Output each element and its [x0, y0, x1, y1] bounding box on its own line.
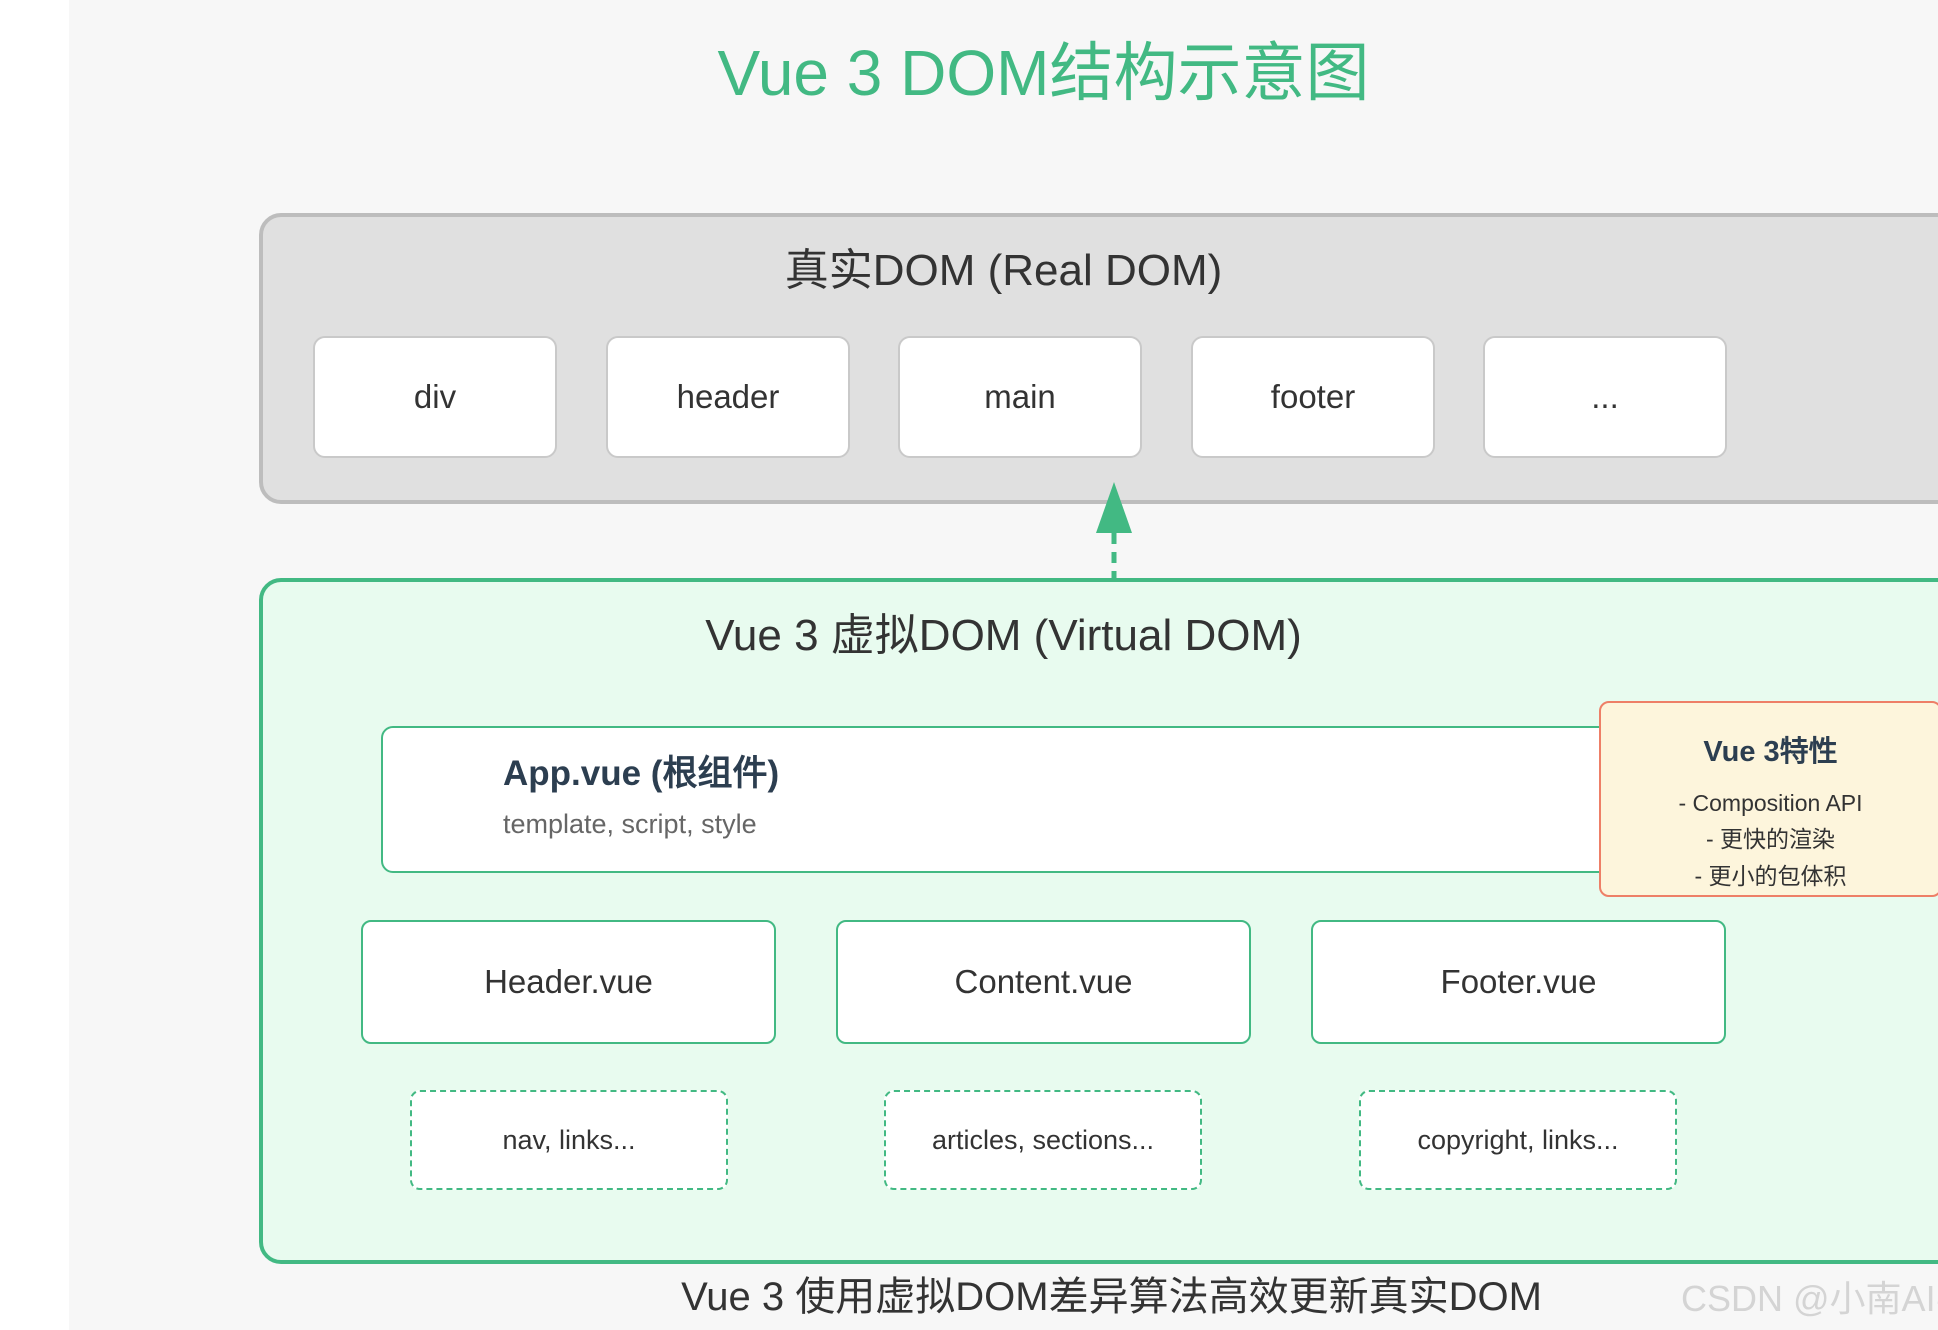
- real-dom-node-div: div: [313, 336, 557, 458]
- children-label: copyright, links...: [1417, 1124, 1619, 1155]
- real-dom-title: 真实DOM (Real DOM): [784, 246, 1223, 295]
- csdn-watermark: CSDN @小南AI学院: [1681, 1278, 1938, 1319]
- real-dom-node-label: footer: [1270, 378, 1356, 415]
- virtual-dom-title: Vue 3 虚拟DOM (Virtual DOM): [705, 611, 1302, 660]
- content-children-box: articles, sections...: [884, 1090, 1202, 1190]
- children-label: articles, sections...: [931, 1124, 1155, 1155]
- content-vue-box: Content.vue: [836, 920, 1251, 1044]
- real-dom-node-label: main: [984, 378, 1056, 415]
- component-label: Content.vue: [954, 963, 1133, 1000]
- app-vue-title: App.vue (根组件): [503, 754, 780, 793]
- real-dom-node-footer: footer: [1191, 336, 1435, 458]
- children-label: nav, links...: [502, 1124, 636, 1155]
- app-vue-box: [381, 726, 1641, 873]
- real-dom-node-more: ...: [1483, 336, 1727, 458]
- diagram-title: Vue 3 DOM结构示意图: [717, 37, 1370, 109]
- component-label: Header.vue: [484, 963, 653, 1000]
- diagram-caption: Vue 3 使用虚拟DOM差异算法高效更新真实DOM: [681, 1275, 1542, 1319]
- vue3-feature-item: - 更小的包体积: [1694, 863, 1847, 889]
- header-children-box: nav, links...: [410, 1090, 728, 1190]
- real-dom-node-label: header: [676, 378, 780, 415]
- footer-children-box: copyright, links...: [1359, 1090, 1677, 1190]
- real-dom-node-header: header: [606, 336, 850, 458]
- update-arrow-head: [1096, 482, 1132, 533]
- real-dom-node-main: main: [898, 336, 1142, 458]
- vue3-feature-item: - 更快的渲染: [1705, 826, 1836, 852]
- real-dom-node-label: ...: [1591, 378, 1619, 415]
- footer-vue-box: Footer.vue: [1311, 920, 1726, 1044]
- update-arrow: [1096, 482, 1132, 584]
- component-label: Footer.vue: [1440, 963, 1597, 1000]
- app-vue-subtitle: template, script, style: [503, 809, 757, 839]
- header-vue-box: Header.vue: [361, 920, 776, 1044]
- real-dom-node-label: div: [413, 378, 457, 415]
- diagram-canvas: Vue 3 DOM结构示意图 真实DOM (Real DOM) div head…: [69, 0, 1938, 1330]
- vue3-feature-item: - Composition API: [1678, 790, 1863, 816]
- vue3-features-title: Vue 3特性: [1703, 736, 1838, 768]
- vue3-features-box: [1599, 701, 1938, 897]
